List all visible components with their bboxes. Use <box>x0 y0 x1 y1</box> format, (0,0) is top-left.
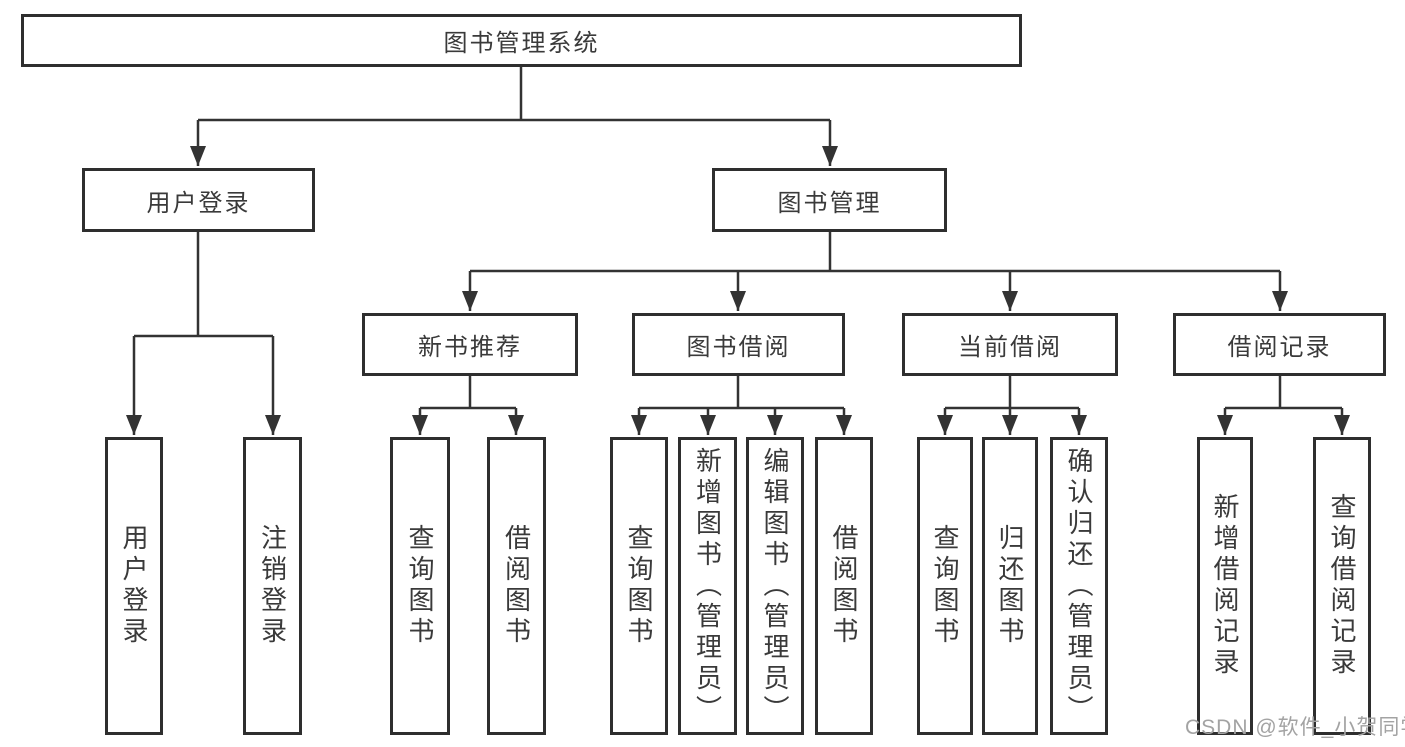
leaf-user-login: 用户登录 <box>105 437 163 735</box>
node-new-book-recommend: 新书推荐 <box>362 313 578 376</box>
leaf-edit-books-admin: 编辑图书（管理员） <box>746 437 804 735</box>
leaf-logout: 注销登录 <box>243 437 302 735</box>
node-book-borrowing: 图书借阅 <box>632 313 845 376</box>
leaf-query-books-recommend: 查询图书 <box>390 437 450 735</box>
watermark: CSDN @软件_小贺同学 <box>1185 716 1405 739</box>
node-book-management: 图书管理 <box>712 168 947 232</box>
leaf-add-borrow-record: 新增借阅记录 <box>1197 437 1253 735</box>
leaf-add-books-admin: 新增图书（管理员） <box>678 437 737 735</box>
node-current-borrowing: 当前借阅 <box>902 313 1118 376</box>
node-user-login: 用户登录 <box>82 168 315 232</box>
leaf-query-books-current: 查询图书 <box>917 437 973 735</box>
leaf-return-books: 归还图书 <box>982 437 1038 735</box>
leaf-confirm-return-admin: 确认归还（管理员） <box>1050 437 1108 735</box>
leaf-query-books-borrowing: 查询图书 <box>610 437 668 735</box>
leaf-borrow-books-borrowing: 借阅图书 <box>815 437 873 735</box>
node-borrowing-records: 借阅记录 <box>1173 313 1386 376</box>
leaf-query-borrow-record: 查询借阅记录 <box>1313 437 1371 735</box>
node-library-system: 图书管理系统 <box>21 14 1022 67</box>
leaf-borrow-books-recommend: 借阅图书 <box>487 437 546 735</box>
